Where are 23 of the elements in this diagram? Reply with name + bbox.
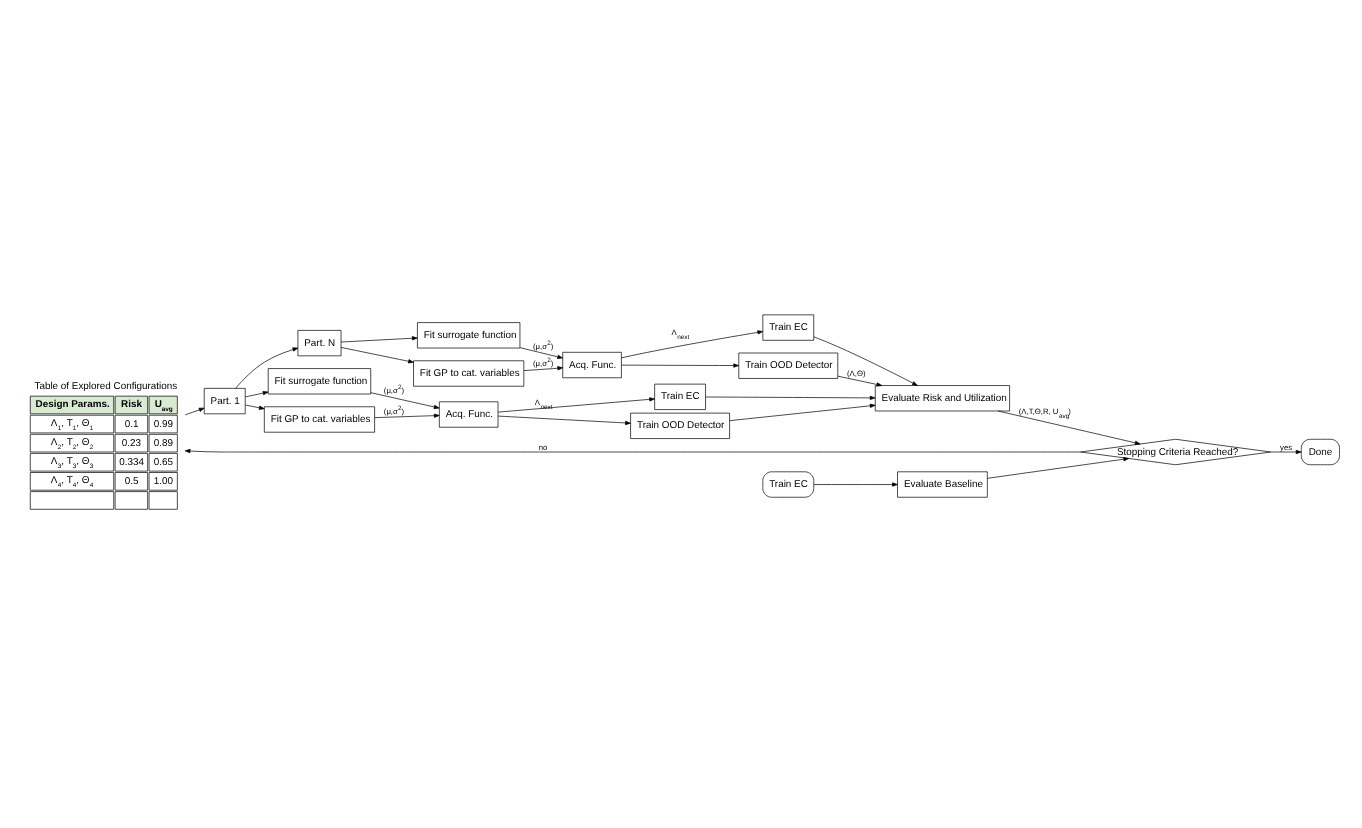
- arrow: [340, 347, 414, 364]
- arrow: [497, 397, 655, 413]
- arrow: [497, 415, 631, 426]
- arrow: [235, 347, 299, 389]
- arrow: [1270, 449, 1302, 455]
- arrow: [621, 363, 740, 368]
- arrow: [245, 404, 265, 410]
- arrow: [729, 403, 876, 421]
- arrow: [245, 391, 269, 398]
- arrow: [184, 407, 205, 416]
- arrow: [813, 482, 898, 487]
- arrow: [987, 457, 1130, 479]
- arrow: [340, 336, 418, 343]
- arrow: [184, 449, 1081, 454]
- arrow: [837, 375, 883, 387]
- arrow: [997, 410, 1141, 445]
- arrow: [523, 366, 563, 371]
- arrow: [374, 413, 440, 418]
- arrow: [621, 330, 764, 359]
- arrow: [813, 336, 918, 386]
- arrow: [519, 347, 563, 359]
- arrow: [370, 392, 440, 409]
- arrow: [705, 395, 876, 400]
